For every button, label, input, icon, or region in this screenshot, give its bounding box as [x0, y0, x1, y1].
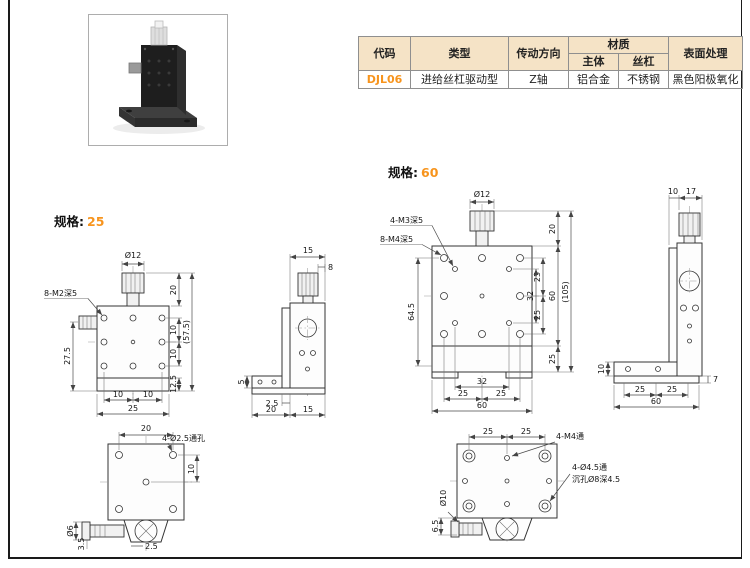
dim-row25a: 25	[533, 272, 542, 282]
dim-foot20: 20	[266, 405, 276, 414]
dim-row25b: 25	[533, 310, 542, 320]
dim-off65: 6.5	[431, 520, 440, 533]
dim-dia12: Ø12	[125, 250, 141, 260]
dim-col10a: 10	[113, 390, 123, 399]
spec25-title-value: 25	[87, 214, 105, 229]
callout-counterbore: 沉孔Ø8深4.5	[572, 474, 620, 484]
col-header-type: 类型	[410, 36, 509, 71]
table-row: DJL06 进给丝杠驱动型 Z轴 铝合金 不锈钢 黑色阳极氧化	[358, 70, 743, 89]
col-header-material-body: 主体	[568, 53, 619, 71]
dim-top15: 15	[303, 246, 313, 255]
cell-direction: Z轴	[508, 70, 569, 89]
dim-off35: 3.5	[77, 538, 86, 551]
dim-off25-bottom: 2.5	[145, 542, 158, 551]
callout-4-m4: 4-M4通	[556, 431, 584, 441]
dim-off25: 2.5	[266, 399, 279, 408]
spec25-title: 规格:25	[54, 211, 104, 230]
callout-8-m2: 8-M2深5	[44, 289, 77, 298]
dim-off10: 10	[187, 464, 196, 474]
dim-body15: 15	[303, 405, 313, 414]
dim-col25b: 25	[521, 427, 531, 436]
spec60-title-label: 规格:	[388, 165, 418, 180]
spec60-side-view: 10 17 10 25 25 60 7	[597, 187, 718, 410]
spec25-side-view: 15 8 5 2.5 20 15	[237, 246, 333, 418]
spec60-title: 规格:60	[388, 162, 438, 181]
dim-left-height: 27.5	[63, 347, 72, 365]
dim-total-height: (57.5)	[182, 320, 191, 344]
dim-dia12: Ø12	[474, 189, 490, 199]
dim-width60: 60	[651, 397, 661, 406]
dim-col25a: 25	[635, 385, 645, 394]
dim-row10b: 10	[169, 349, 178, 359]
cell-material-screw: 不锈钢	[618, 70, 669, 89]
product-photo-box	[88, 14, 228, 146]
dim-row32: 32	[526, 291, 535, 301]
dim-width25: 25	[128, 404, 138, 413]
spec25-drawing: 8-M2深5 Ø12 20 10 10 12.5 (57.5) 27.5	[44, 246, 333, 552]
page-frame	[8, 0, 742, 559]
spec25-bottom-view: 20 4-Ø2.5通孔 10 Ø6 3.5 2.5	[65, 424, 205, 552]
dim-left-height: 64.5	[407, 303, 416, 321]
callout-4-m3: 4-M3深5	[390, 216, 423, 225]
spec25-front-view: 8-M2深5 Ø12 20 10 10 12.5 (57.5) 27.5	[44, 250, 195, 417]
dim-dia6: Ø6	[65, 525, 75, 536]
cell-code: DJL06	[358, 70, 411, 89]
cell-surface: 黑色阳极氧化	[668, 70, 743, 89]
spec60-drawing: Ø12 4-M3深5 8-M4深5 20 60 25 (105) 25 32	[380, 187, 718, 544]
col-header-surface: 表面处理	[668, 36, 743, 71]
dim-knob-height: 20	[169, 285, 178, 295]
dim-base-height: 12.5	[169, 375, 178, 393]
dim-width60: 60	[477, 401, 487, 410]
dim-foot10: 10	[597, 364, 606, 374]
dim-pad7: 7	[713, 375, 718, 384]
spec60-bottom-view: 25 25 4-M4通 4-Ø4.5通 沉孔Ø8深4.5 Ø10 6.5	[431, 427, 620, 544]
spec60-title-value: 60	[421, 165, 439, 180]
dim-top8: 8	[328, 263, 333, 272]
col-header-material: 材质	[568, 36, 669, 54]
dim-col25b: 25	[496, 389, 506, 398]
dim-foot5: 5	[237, 379, 246, 384]
spec60-front-view: Ø12 4-M3深5 8-M4深5 20 60 25 (105) 25 32	[380, 189, 574, 414]
dim-dia10: Ø10	[438, 490, 448, 506]
dim-body-height: 60	[548, 291, 557, 301]
dim-col25a: 25	[483, 427, 493, 436]
spec25-title-label: 规格:	[54, 214, 84, 229]
dim-col25a: 25	[458, 389, 468, 398]
dim-base-height: 25	[548, 354, 557, 364]
callout-4-dia4-5: 4-Ø4.5通	[572, 462, 607, 472]
dim-top10: 10	[668, 187, 678, 196]
col-header-code: 代码	[358, 36, 411, 71]
product-photo-image	[113, 20, 205, 134]
dim-col10b: 10	[143, 390, 153, 399]
callout-8-m4: 8-M4深5	[380, 235, 413, 244]
dim-span20: 20	[141, 424, 151, 433]
spec-table: 代码 类型 传动方向 材质 表面处理 主体 丝杠 DJL06 进给丝杠驱动型 Z…	[358, 36, 743, 89]
col-header-direction: 传动方向	[508, 36, 569, 71]
dim-knob-height: 20	[548, 224, 557, 234]
cell-material-body: 铝合金	[568, 70, 619, 89]
cell-type: 进给丝杠驱动型	[410, 70, 509, 89]
dim-top17: 17	[686, 187, 696, 196]
dim-col25b: 25	[667, 385, 677, 394]
dim-total-height: (105)	[561, 281, 570, 303]
col-header-material-screw: 丝杠	[618, 53, 669, 71]
callout-4-dia2-5: 4-Ø2.5通孔	[162, 433, 205, 443]
table-header-row-1: 代码 类型 传动方向 材质 表面处理	[358, 36, 743, 71]
dim-row10a: 10	[169, 325, 178, 335]
